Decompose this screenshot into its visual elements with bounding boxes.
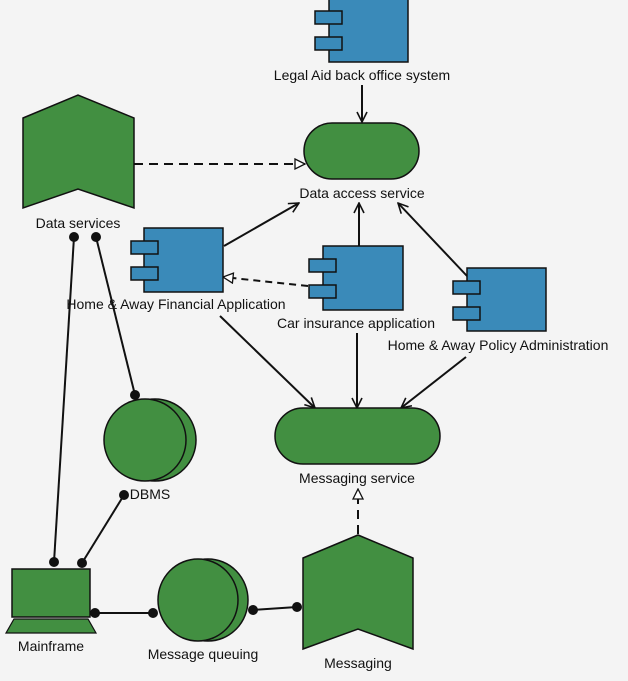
edge-message-queuing-to-messaging[interactable] (252, 606, 298, 611)
assignment-dot (148, 608, 158, 618)
node-home-away-financial[interactable]: Home & Away Financial Application (66, 227, 286, 312)
node-mainframe[interactable]: Mainframe (4, 568, 98, 654)
node-label: Message queuing (148, 646, 259, 662)
component-tab-icon (130, 266, 159, 281)
assignment-dot (292, 602, 302, 612)
node-legal-aid[interactable]: Legal Aid back office system (274, 0, 450, 83)
node-data-services[interactable]: Data services (22, 94, 135, 231)
node-messaging-service[interactable]: Messaging service (274, 407, 441, 486)
node-data-access-service[interactable]: Data access service (299, 122, 425, 201)
node-label: Data services (36, 215, 121, 231)
system-software-front-circle (103, 398, 187, 482)
component-tab-icon (308, 258, 337, 273)
service-shape (303, 122, 420, 180)
edges (49, 85, 468, 618)
edge-financial-to-data-access[interactable] (223, 203, 299, 247)
system-software-front-circle (157, 558, 239, 642)
node-label: Home & Away Financial Application (66, 296, 285, 312)
assignment-dot (69, 232, 79, 242)
edge-data-services-to-mainframe[interactable] (53, 236, 75, 563)
node-label: Legal Aid back office system (274, 67, 450, 83)
edge-policy-to-data-access[interactable] (398, 203, 468, 277)
component-body (328, 0, 409, 63)
node-messaging[interactable]: Messaging (302, 534, 414, 671)
assignment-dot (130, 390, 140, 400)
edge-car-realizes-financial[interactable] (223, 277, 309, 287)
node-label: Mainframe (18, 638, 84, 654)
node-car-insurance[interactable]: Car insurance application (277, 245, 435, 331)
component-body (143, 227, 224, 293)
node-dbms[interactable]: DBMS (103, 398, 197, 502)
node-label: Car insurance application (277, 315, 435, 331)
edge-data-services-to-dbms[interactable] (95, 236, 136, 396)
function-shape (22, 94, 135, 210)
edge-policy-to-messaging-service[interactable] (401, 356, 467, 408)
component-tab-icon (130, 240, 159, 255)
node-label: Data access service (299, 185, 424, 201)
edge-financial-to-messaging-service[interactable] (219, 315, 315, 408)
node-label: DBMS (130, 486, 170, 502)
assignment-dot (49, 557, 59, 567)
component-body (466, 267, 547, 332)
node-label: Home & Away Policy Administration (388, 337, 609, 353)
assignment-dot (119, 490, 129, 500)
device-screen (11, 568, 91, 618)
node-message-queuing[interactable]: Message queuing (148, 558, 259, 662)
component-tab-icon (308, 284, 337, 299)
node-label: Messaging service (299, 470, 415, 486)
component-tab-icon (314, 36, 343, 51)
edge-dbms-to-mainframe[interactable] (81, 494, 125, 564)
function-shape (302, 534, 414, 651)
assignment-dot (90, 608, 100, 618)
device-base (4, 618, 98, 634)
assignment-dot (91, 232, 101, 242)
assignment-dot (77, 558, 87, 568)
service-shape (274, 407, 441, 465)
component-body (322, 245, 404, 311)
assignment-dot (248, 605, 258, 615)
component-tab-icon (452, 306, 481, 321)
component-tab-icon (452, 280, 481, 295)
node-home-away-policy[interactable]: Home & Away Policy Administration (388, 267, 609, 353)
component-tab-icon (314, 10, 343, 25)
node-label: Messaging (324, 655, 392, 671)
